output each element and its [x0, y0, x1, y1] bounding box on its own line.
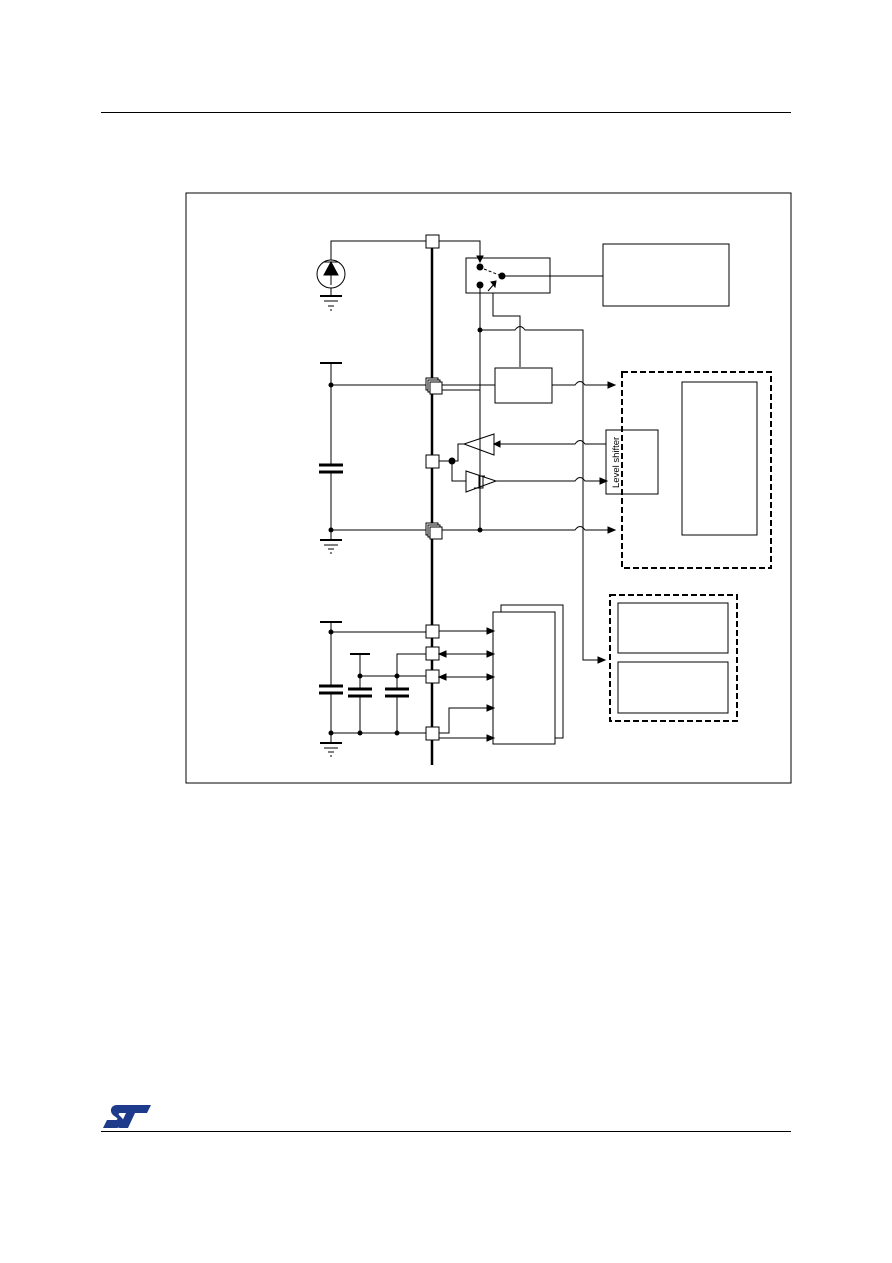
regulator-box: [495, 368, 552, 403]
footer-rule: [101, 1131, 791, 1132]
current-source-symbol: [317, 260, 345, 288]
ground-symbol-2: [320, 540, 342, 553]
level-shifter-box: [606, 430, 658, 494]
header-rule: [101, 112, 791, 113]
switch-control-wire: [493, 293, 520, 367]
peripheral-box-upper: [618, 603, 728, 653]
peripheral-box-lower: [618, 662, 728, 713]
pin-vssa: [426, 727, 439, 740]
level-shifter-label: Level shifter: [611, 437, 622, 488]
input-data-wire: [496, 478, 606, 482]
regulator-output-wire: [552, 382, 614, 386]
vss-pins: [426, 523, 442, 539]
vss-wire: [442, 527, 614, 531]
output-enable-wire: [494, 441, 606, 445]
figure-frame: [186, 193, 791, 783]
core-domain-dashed-box: [622, 372, 771, 568]
source-wire: [331, 241, 432, 260]
peripheral-domain-dashed-box: [610, 595, 737, 721]
st-logo-icon: [103, 1105, 151, 1128]
ground-symbol-3: [320, 743, 342, 756]
core-logic-box: [682, 382, 757, 535]
io-pin: [426, 455, 439, 468]
input-schmitt-trigger: [466, 471, 496, 492]
ground-symbol-1: [320, 296, 342, 310]
vbat-wire: [439, 241, 480, 262]
pin-vdda: [426, 625, 439, 638]
pin-top: [426, 235, 439, 248]
vdd-pins: [426, 378, 442, 394]
backup-domain-box: [603, 244, 729, 306]
pin-vref-plus: [426, 647, 439, 660]
pin-vref-minus: [426, 670, 439, 683]
supply-distribution-wire: [480, 327, 604, 661]
output-buffer: [464, 434, 494, 455]
analog-block-front: [493, 612, 555, 744]
